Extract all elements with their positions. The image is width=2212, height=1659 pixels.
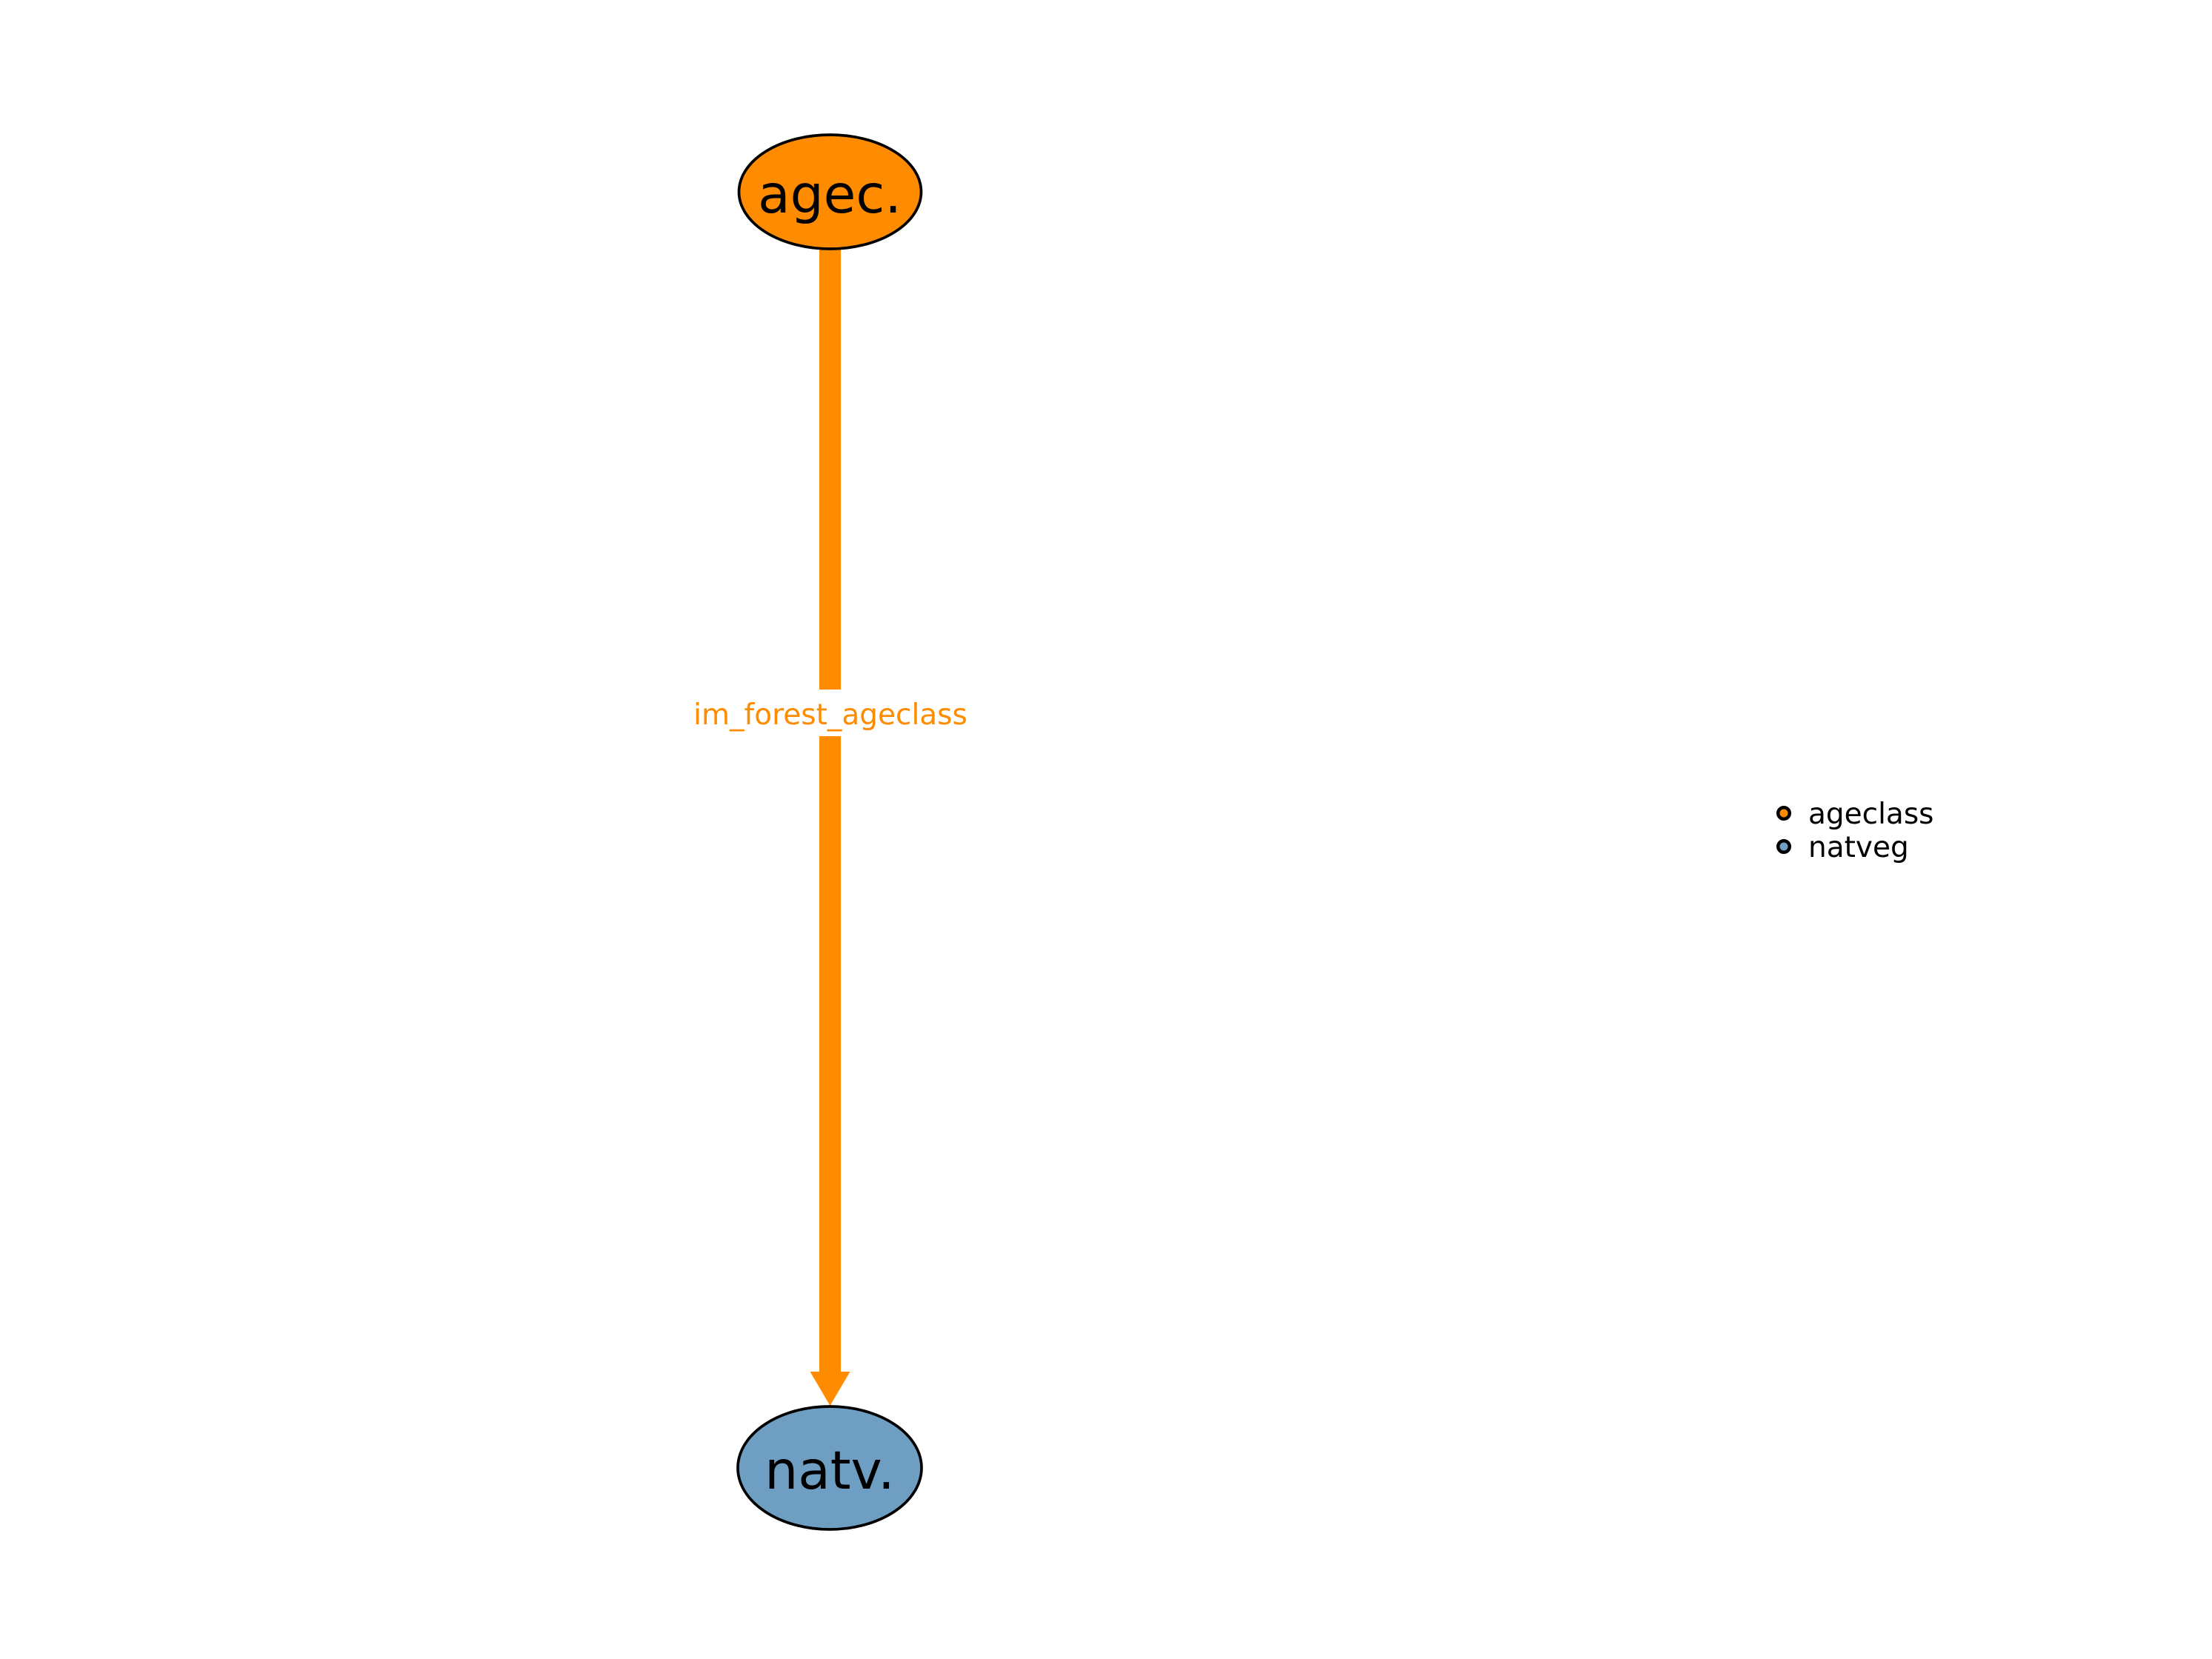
node-natveg-label: natv. — [764, 1440, 894, 1501]
node-ageclass-ellipse — [737, 133, 923, 250]
legend: ageclass natveg — [1776, 798, 1933, 864]
edge-ageclass-natveg: im_forest_ageclass — [676, 192, 985, 1406]
node-ageclass: agec. — [737, 133, 923, 250]
node-ageclass-label: agec. — [758, 164, 902, 225]
legend-item-ageclass: ageclass — [1808, 798, 1933, 831]
legend-marker-natveg-icon — [1776, 839, 1791, 854]
edge-arrowhead-icon — [810, 1372, 850, 1406]
legend-marker-ageclass-icon — [1776, 806, 1791, 821]
edge-label-background — [676, 690, 985, 736]
edge-line — [819, 192, 841, 1372]
edge-label: im_forest_ageclass — [693, 698, 967, 732]
node-natveg-ellipse — [736, 1405, 923, 1531]
legend-item-natveg: natveg — [1808, 831, 1909, 864]
node-natveg: natv. — [736, 1405, 923, 1531]
